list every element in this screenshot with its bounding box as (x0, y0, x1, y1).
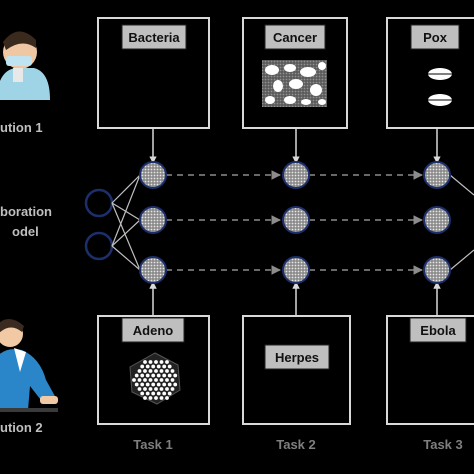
pox-virus-image (428, 68, 452, 106)
bottom-box-1-label: Adeno (133, 323, 174, 338)
hidden-nodes (139, 161, 451, 284)
bottom-box-2-label: Herpes (275, 350, 319, 365)
collaboration-label-line1: boration (0, 204, 52, 219)
node-t1-mid (139, 206, 167, 234)
input-node-2 (84, 231, 114, 261)
bottom-box-3-label-bg (409, 317, 467, 343)
top-box-3-label: Pox (423, 30, 448, 45)
node-t3-mid (423, 206, 451, 234)
institution-1-person-icon (0, 31, 50, 100)
top-box-2-label-bg (264, 24, 326, 50)
institution-2-label: ution 2 (0, 420, 43, 435)
task-1-label: Task 1 (133, 437, 173, 452)
bottom-box-3: Ebola (386, 315, 474, 425)
node-t2-mid (282, 206, 310, 234)
top-box-1-label-bg (121, 24, 187, 50)
input-node-1 (84, 188, 114, 218)
top-box-3-label-bg (410, 24, 460, 50)
top-box-2: Cancer (242, 17, 348, 129)
dashed-arrows (166, 170, 423, 275)
bottom-box-3-label: Ebola (420, 323, 456, 338)
top-box-1-label: Bacteria (128, 30, 180, 45)
adeno-virus-image (129, 352, 181, 405)
bottom-box-1-label-bg (121, 317, 185, 343)
node-t2-top (282, 161, 310, 189)
node-t1-bot (139, 256, 167, 284)
collaboration-label-line2: odel (12, 224, 39, 239)
top-box-3: Pox (386, 17, 474, 129)
vertical-arrows (149, 128, 441, 316)
output-connections (449, 174, 474, 271)
institution-2-person-icon (0, 319, 58, 412)
bottom-box-1: Adeno (97, 315, 210, 425)
institution-1-label: ution 1 (0, 120, 43, 135)
top-box-1: Bacteria (97, 17, 210, 129)
bottom-box-2-label-bg (264, 344, 330, 370)
task-3-label: Task 3 (423, 437, 463, 452)
node-t3-top (423, 161, 451, 189)
node-t1-top (139, 161, 167, 189)
bottom-box-2: Herpes (242, 315, 351, 425)
node-t3-bot (423, 256, 451, 284)
task-2-label: Task 2 (276, 437, 316, 452)
top-box-2-label: Cancer (273, 30, 317, 45)
node-t2-bot (282, 256, 310, 284)
input-connections (111, 174, 141, 271)
cancer-cells-image (262, 60, 327, 107)
